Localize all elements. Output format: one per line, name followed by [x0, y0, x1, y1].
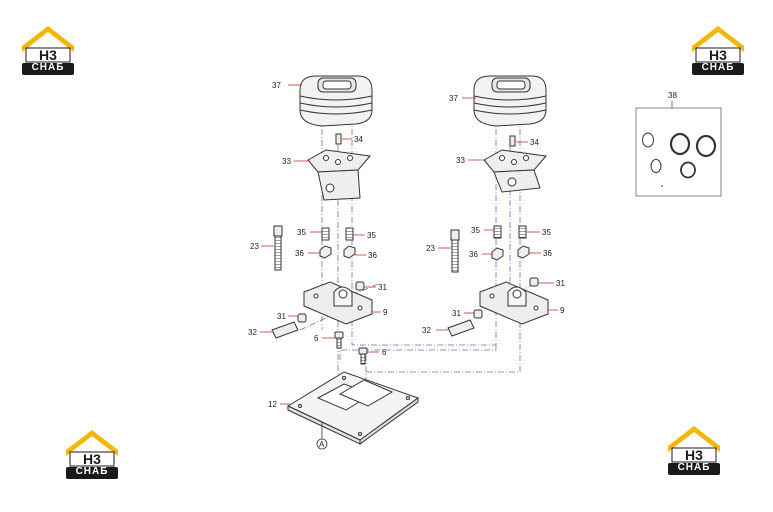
leader-lines-right	[436, 97, 558, 331]
logo-word: СНАБ	[31, 62, 65, 73]
svg-text:H3: H3	[709, 47, 727, 63]
callout-12: 12	[268, 400, 277, 409]
callout-37-left: 37	[272, 81, 281, 90]
logo-graphic: H3	[668, 426, 720, 475]
callout-23-left: 23	[250, 242, 259, 251]
callout-31-right-a: 31	[556, 279, 565, 288]
callout-23-right: 23	[426, 244, 435, 253]
part-23-bolt	[450, 229, 460, 273]
part-9-pivot-block	[303, 281, 373, 325]
callout-6-left-a: 6	[314, 334, 319, 343]
part-32-shaft	[271, 321, 299, 339]
svg-text:H3: H3	[39, 47, 57, 63]
part-37-boot	[299, 75, 373, 127]
part-9-pivot-block	[479, 281, 549, 325]
callout-34-right: 34	[530, 138, 539, 147]
logo-bottom-left: H3 СНАБ	[64, 426, 120, 480]
part-23-bolt	[273, 225, 283, 271]
left-assembly	[260, 75, 521, 450]
callout-31-right-b: 31	[452, 309, 461, 318]
part-33-lever	[483, 149, 547, 193]
callout-9-left: 9	[383, 308, 388, 317]
callout-31-left-b: 31	[277, 312, 286, 321]
callout-33-left: 33	[282, 157, 291, 166]
logo-bottom-right: H3 СНАБ	[666, 422, 722, 476]
logo-word: СНАБ	[701, 62, 735, 73]
svg-text:H3: H3	[685, 447, 703, 463]
part-35-set-screws	[321, 227, 354, 241]
part-36-nuts	[319, 245, 356, 259]
callout-35-right-a: 35	[471, 226, 480, 235]
reference-a-marker	[316, 422, 328, 450]
part-36-nuts	[491, 245, 530, 261]
callout-36-right-b: 36	[543, 249, 552, 258]
logo-graphic: H3	[22, 26, 74, 75]
callout-38: 38	[668, 91, 677, 100]
svg-text:H3: H3	[83, 451, 101, 467]
part-33-lever	[307, 149, 371, 201]
part-34-pin	[335, 133, 342, 145]
part-35-set-screws	[493, 225, 527, 239]
part-12-base-plate	[286, 371, 420, 445]
callout-34-left: 34	[354, 135, 363, 144]
seal-kit-38	[635, 101, 722, 197]
callout-36-right-a: 36	[469, 250, 478, 259]
logo-graphic: H3	[692, 26, 744, 75]
part-34-pin	[509, 135, 516, 147]
callout-35-right-b: 35	[542, 228, 551, 237]
callout-36-left-a: 36	[295, 249, 304, 258]
part-6-screws	[334, 331, 368, 365]
logo-word: СНАБ	[677, 462, 711, 473]
part-32-shaft	[447, 319, 475, 337]
part-37-boot	[473, 75, 547, 127]
leader-lines-left	[260, 84, 381, 405]
callout-a: A	[319, 440, 325, 449]
logo-top-left: H3 СНАБ	[20, 22, 76, 76]
callout-31-left-a: 31	[378, 283, 387, 292]
callout-32-right: 32	[422, 326, 431, 335]
logo-word: СНАБ	[75, 466, 109, 477]
logo-graphic: H3	[66, 430, 118, 479]
part-31-pins	[297, 281, 365, 323]
part-31-pins	[473, 277, 539, 319]
callout-33-right: 33	[456, 156, 465, 165]
callout-36-left-b: 36	[368, 251, 377, 260]
callout-9-right: 9	[560, 306, 565, 315]
callout-35-left-a: 35	[297, 228, 306, 237]
callout-32-left: 32	[248, 328, 257, 337]
logo-top-right: H3 СНАБ	[690, 22, 746, 76]
callout-35-left-b: 35	[367, 231, 376, 240]
callout-labels: 37 34 33 23 35 35 36 36 31 9 31 32 6 6 1…	[248, 81, 677, 449]
callout-6-left-b: 6	[382, 348, 387, 357]
callout-37-right: 37	[449, 94, 458, 103]
right-assembly	[436, 75, 558, 337]
